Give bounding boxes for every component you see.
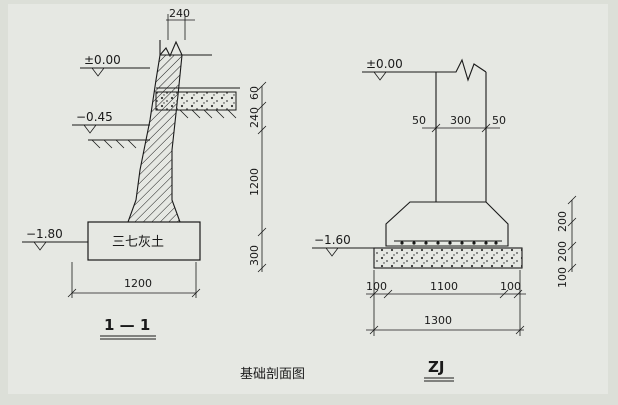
base-width-ticks [67, 288, 201, 298]
zj-level-bottom-label: −1.60 [314, 233, 351, 247]
outside-soil-hatch [91, 139, 137, 149]
base-dim-right: 100 [500, 280, 521, 293]
floor-gravel-layer [155, 91, 237, 111]
wall-break-symbol [159, 40, 183, 58]
zj-level-top-label: ±0.00 [366, 57, 403, 71]
gravel-cushion [373, 247, 523, 269]
zj-vertical-dim-ticks [567, 195, 577, 273]
level-mid-marker [83, 124, 97, 134]
level-top-marker [91, 67, 105, 77]
drawing-caption: 基础剖面图 [240, 367, 305, 382]
floor-soil-hatch [179, 109, 237, 119]
section-zj-title: ZJ [428, 358, 444, 376]
lime-soil-base [87, 221, 201, 261]
section-zj: ±0.00 50 300 50 −1.60 100 1100 [312, 57, 577, 382]
column-break-symbol [436, 58, 487, 82]
total-dim-label: 1300 [424, 314, 452, 327]
column-dim-right: 50 [492, 114, 506, 127]
zj-vdim-100: 100 [556, 267, 569, 288]
vdim-60: 60 [248, 86, 261, 100]
vdim-300: 300 [248, 245, 261, 266]
column-dim-ticks [431, 123, 491, 133]
level-bottom-marker [33, 241, 47, 251]
level-bottom-label: −1.80 [26, 227, 63, 241]
zj-level-top-marker [373, 71, 387, 81]
footing-trapezoid [385, 201, 509, 247]
section-1-1: 240 ±0.00 −0.45 三七灰土 −1.80 1200 [22, 7, 267, 340]
material-label: 三七灰土 [112, 235, 164, 250]
section-1-1-title: 1 — 1 [104, 316, 150, 334]
rebar-dots [400, 241, 498, 245]
level-mid-label: −0.45 [76, 110, 113, 124]
base-dim-mid: 1100 [430, 280, 458, 293]
base-dim-left: 100 [366, 280, 387, 293]
base-width-label: 1200 [124, 277, 152, 290]
zj-level-bottom-marker [325, 247, 339, 257]
level-top-label: ±0.00 [84, 53, 121, 67]
zj-vdim-200b: 200 [556, 211, 569, 232]
column-dim-mid: 300 [450, 114, 471, 127]
wall-width-label: 240 [169, 7, 190, 20]
paper-sheet [8, 4, 608, 394]
column-dim-left: 50 [412, 114, 426, 127]
vdim-240: 240 [248, 107, 261, 128]
total-dim-ticks [369, 325, 525, 335]
zj-vdim-200a: 200 [556, 241, 569, 262]
vdim-1200: 1200 [248, 168, 261, 196]
vertical-dim-ticks [257, 81, 267, 273]
